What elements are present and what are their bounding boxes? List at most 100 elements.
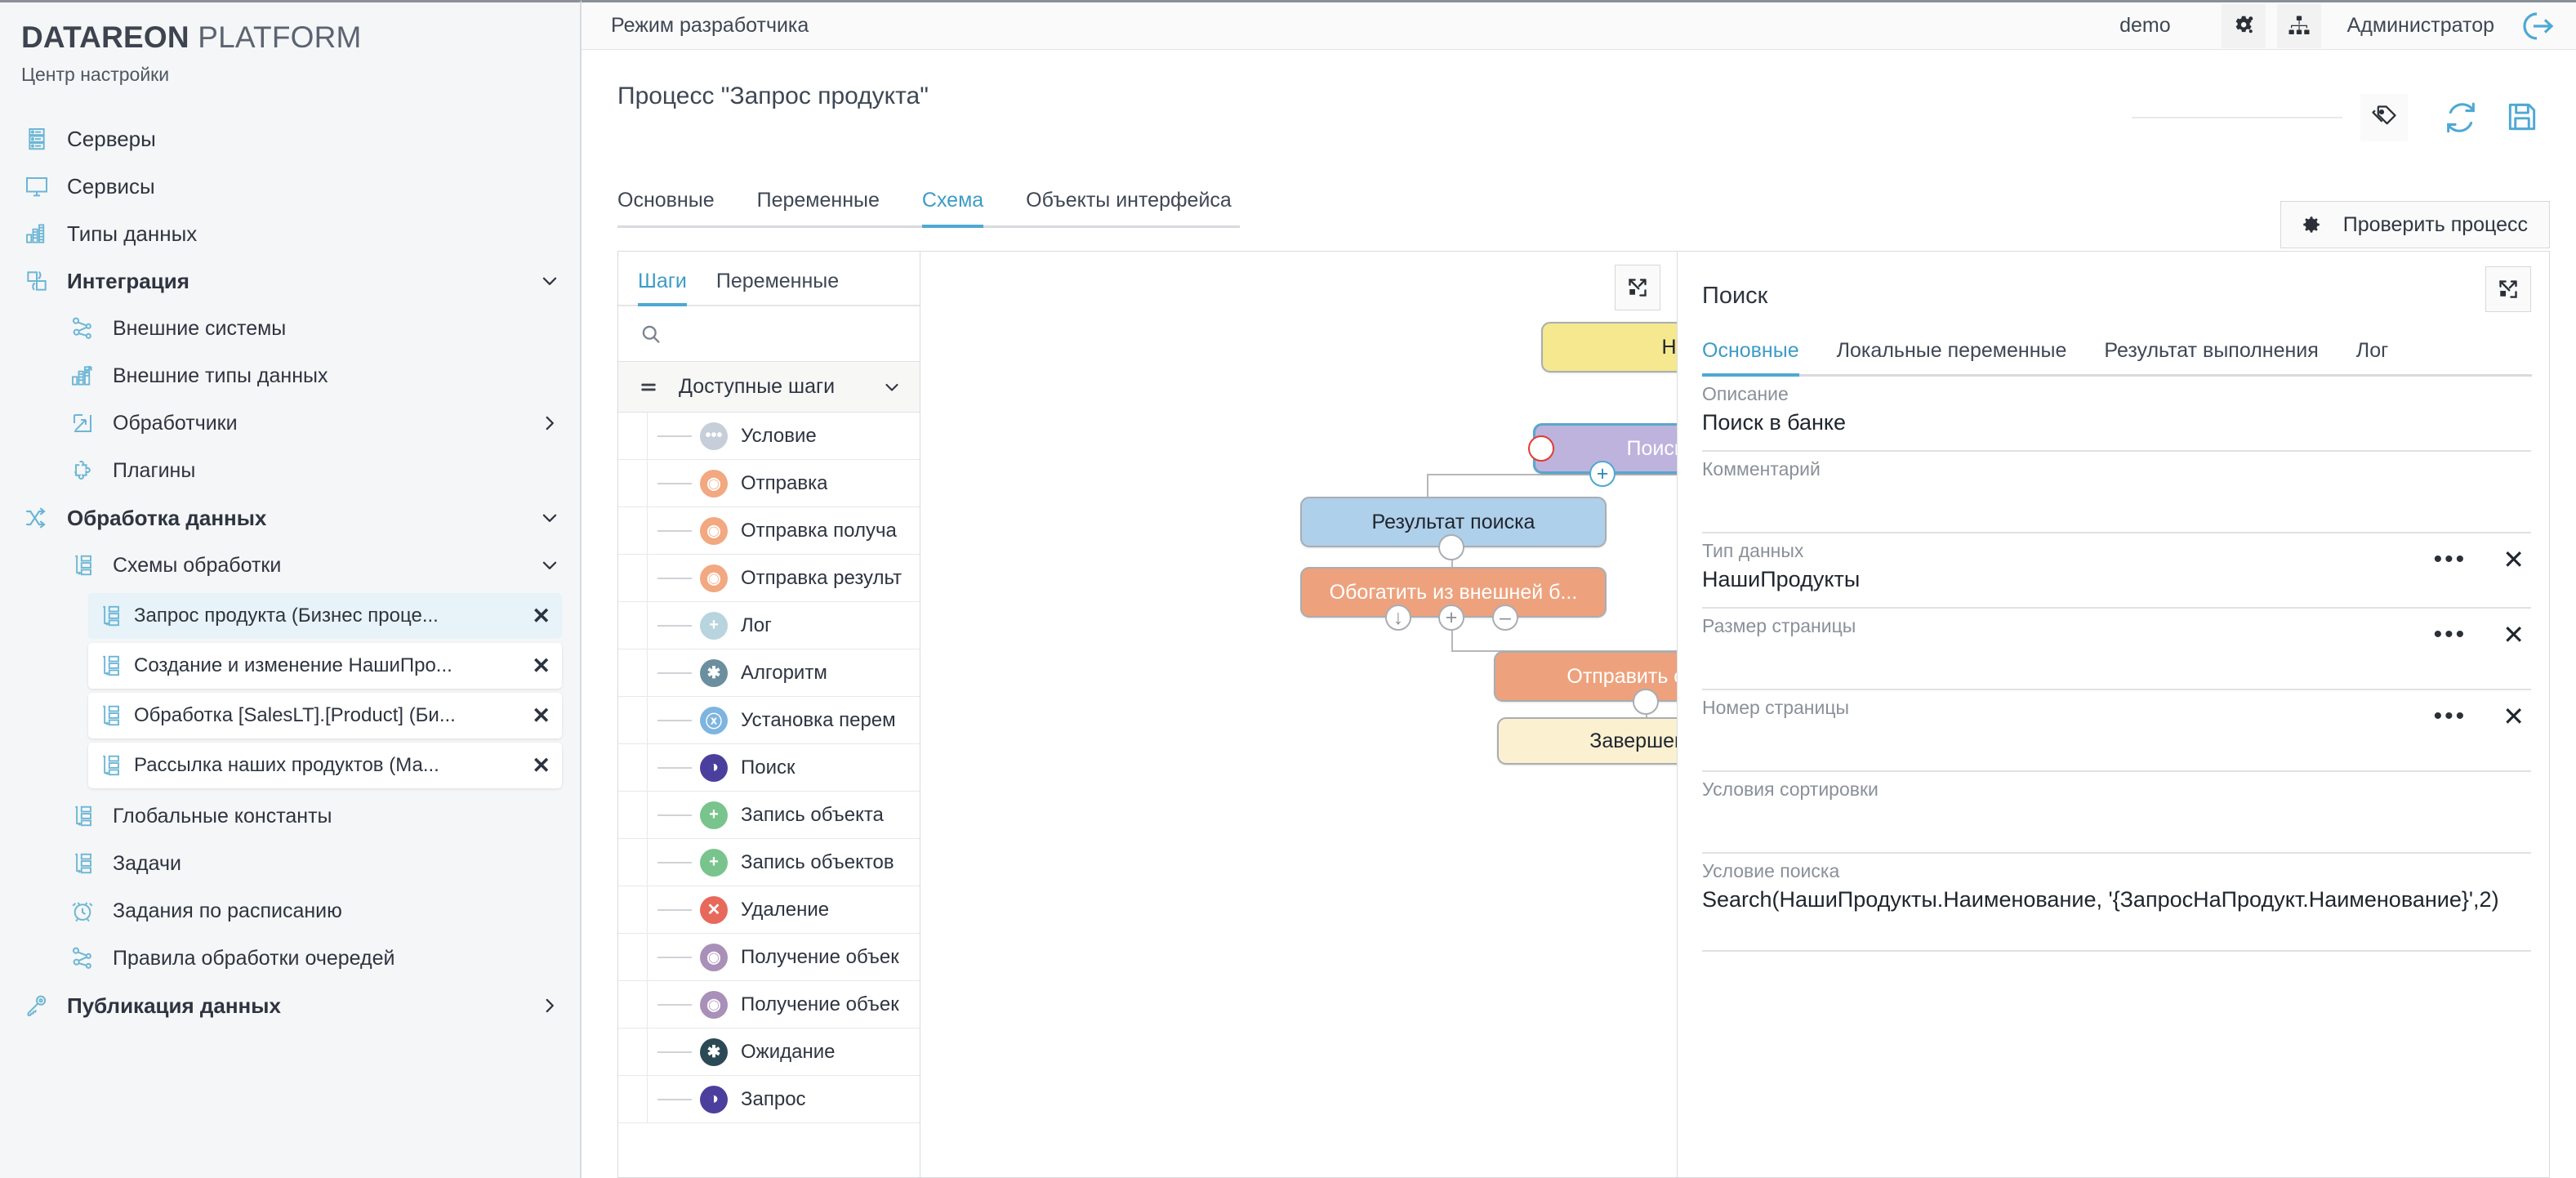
sitemap-icon[interactable] xyxy=(2276,3,2321,48)
steps-search-row[interactable] xyxy=(618,306,920,362)
clear-icon[interactable]: ✕ xyxy=(2502,545,2525,574)
step-list-item[interactable]: ◉Получение объек xyxy=(618,981,920,1029)
logout-icon[interactable] xyxy=(2514,5,2556,47)
sidebar-item-104[interactable]: Публикация данных xyxy=(0,982,580,1029)
sidebar-item-label: Схемы обработки xyxy=(113,553,282,577)
close-icon[interactable]: ✕ xyxy=(532,752,550,778)
flow-port-enrich-down[interactable]: ↓ xyxy=(1385,605,1411,631)
nodes-icon xyxy=(69,944,96,972)
flow-port-search-error[interactable] xyxy=(1528,435,1554,462)
step-list-item[interactable]: ◑Запрос xyxy=(618,1076,920,1123)
flow-port-enrich-plus[interactable]: + xyxy=(1438,605,1464,631)
close-icon[interactable]: ✕ xyxy=(532,603,550,628)
sidebar-item-0[interactable]: Серверы xyxy=(0,115,580,163)
flow-port-reply-out[interactable] xyxy=(1633,689,1659,715)
chevron-down-icon[interactable] xyxy=(882,377,902,397)
step-list-item[interactable]: ✱Ожидание xyxy=(618,1029,920,1076)
clear-icon[interactable]: ✕ xyxy=(2502,702,2525,731)
sidebar-item-8[interactable]: Обработка данных xyxy=(0,494,580,542)
properties-tab-2[interactable]: Результат выполнения xyxy=(2104,339,2319,362)
refresh-icon[interactable] xyxy=(2442,99,2480,136)
step-list-item[interactable]: ◉Отправка результ xyxy=(618,555,920,602)
step-list-item[interactable]: ✕Удаление xyxy=(618,886,920,934)
steps-tab-1[interactable]: Переменные xyxy=(715,270,840,292)
tab-3[interactable]: Объекты интерфейса xyxy=(1026,189,1232,212)
sidebar-document-item[interactable]: Рассылка наших продуктов (Ма...✕ xyxy=(88,743,562,788)
property-value[interactable]: Поиск в банке xyxy=(1702,410,1847,435)
clear-icon[interactable]: ✕ xyxy=(2502,620,2525,649)
sidebar-item-1[interactable]: Сервисы xyxy=(0,163,580,210)
sidebar-item-4[interactable]: Внешние системы xyxy=(0,305,580,352)
sidebar-document-item[interactable]: Запрос продукта (Бизнес проце...✕ xyxy=(88,593,562,639)
tags-icon[interactable] xyxy=(2360,94,2408,141)
property-field[interactable]: Условия сортировки xyxy=(1702,772,2531,854)
chevron-down-icon[interactable] xyxy=(539,555,560,576)
steps-tab-0[interactable]: Шаги xyxy=(638,270,687,306)
flow-port-enrich-minus[interactable]: – xyxy=(1492,605,1518,631)
sidebar-item-103[interactable]: Правила обработки очередей xyxy=(0,935,580,982)
step-list-item[interactable]: ✱Алгоритм xyxy=(618,649,920,697)
property-field[interactable]: Номер страницы••• ✕ xyxy=(1702,690,2531,772)
property-value[interactable]: НашиПродукты xyxy=(1702,567,1861,591)
properties-tab-1[interactable]: Локальные переменные xyxy=(1836,339,2067,362)
flow-node-end[interactable]: Завершение xyxy=(1497,717,1677,765)
flow-node-reply[interactable]: Отправить ответ xyxy=(1494,651,1677,702)
sidebar-item-102[interactable]: Задания по расписанию xyxy=(0,887,580,935)
tab-1[interactable]: Переменные xyxy=(756,189,880,212)
steps-search-input[interactable] xyxy=(674,323,878,345)
page-header: Процесс "Запрос продукта" xyxy=(617,50,2550,141)
sidebar-item-9[interactable]: Схемы обработки xyxy=(0,542,580,589)
sidebar-item-7[interactable]: Плагины xyxy=(0,447,580,494)
step-list-item[interactable]: ◉Получение объек xyxy=(618,934,920,981)
expand-icon[interactable] xyxy=(2485,266,2531,312)
sidebar-item-2[interactable]: Типы данных xyxy=(0,210,580,257)
tab-2[interactable]: Схема xyxy=(921,189,984,228)
properties-tab-0[interactable]: Основные xyxy=(1702,339,1799,377)
sidebar-item-101[interactable]: Задачи xyxy=(0,840,580,887)
sidebar-document-item[interactable]: Обработка [SalesLT].[Product] (Би...✕ xyxy=(88,693,562,738)
available-steps-group-header[interactable]: Доступные шаги xyxy=(618,362,920,413)
close-icon[interactable]: ✕ xyxy=(532,703,550,728)
check-process-button[interactable]: Проверить процесс xyxy=(2280,201,2550,248)
chevron-right-icon[interactable] xyxy=(539,413,560,434)
step-list-item[interactable]: +Лог xyxy=(618,602,920,649)
steps-list[interactable]: •••Условие ◉Отправка ◉Отправка получа ◉О… xyxy=(618,413,920,1177)
sidebar-item-100[interactable]: Глобальные константы xyxy=(0,792,580,840)
more-options-icon[interactable]: ••• xyxy=(2433,703,2467,730)
more-options-icon[interactable]: ••• xyxy=(2433,621,2467,648)
step-gutter xyxy=(618,886,648,933)
step-list-item[interactable]: •••Условие xyxy=(618,413,920,460)
step-list-item[interactable]: +Запись объектов xyxy=(618,839,920,886)
tab-0[interactable]: Основные xyxy=(617,189,715,212)
chevron-down-icon[interactable] xyxy=(539,270,560,292)
more-options-icon[interactable]: ••• xyxy=(2433,546,2467,573)
flow-node-start[interactable]: Начало xyxy=(1541,322,1677,373)
flow-port-search-plus[interactable]: + xyxy=(1589,461,1616,487)
sidebar-item-3[interactable]: Интеграция xyxy=(0,257,580,305)
step-gutter xyxy=(618,413,648,459)
sidebar-item-6[interactable]: Обработчики xyxy=(0,399,580,447)
step-list-item[interactable]: ◑Поиск xyxy=(618,744,920,792)
chevron-down-icon[interactable] xyxy=(539,507,560,529)
chevron-right-icon[interactable] xyxy=(539,995,560,1016)
expand-icon[interactable] xyxy=(1615,265,1660,310)
property-field[interactable]: Комментарий xyxy=(1702,452,2531,533)
property-value[interactable]: Search(НашиПродукты.Наименование, '{Запр… xyxy=(1702,887,2499,912)
step-list-item[interactable]: +Запись объекта xyxy=(618,792,920,839)
step-list-item[interactable]: ◉Отправка получа xyxy=(618,507,920,555)
close-icon[interactable]: ✕ xyxy=(532,653,550,678)
property-field[interactable]: Размер страницы••• ✕ xyxy=(1702,609,2531,690)
flow-port-result-out[interactable] xyxy=(1438,534,1464,560)
properties-tab-3[interactable]: Лог xyxy=(2355,339,2389,362)
save-icon[interactable] xyxy=(2504,99,2542,136)
sidebar-item-5[interactable]: Внешние типы данных xyxy=(0,352,580,399)
step-list-item[interactable]: ◉Отправка xyxy=(618,460,920,507)
flow-canvas[interactable]: НачалоПоиск в банкеРезультат поискаОбога… xyxy=(920,251,1678,1178)
gears-icon[interactable] xyxy=(2221,3,2266,48)
flow-node-result[interactable]: Результат поиска xyxy=(1300,497,1607,547)
sidebar-document-item[interactable]: Создание и изменение НашиПро...✕ xyxy=(88,643,562,689)
